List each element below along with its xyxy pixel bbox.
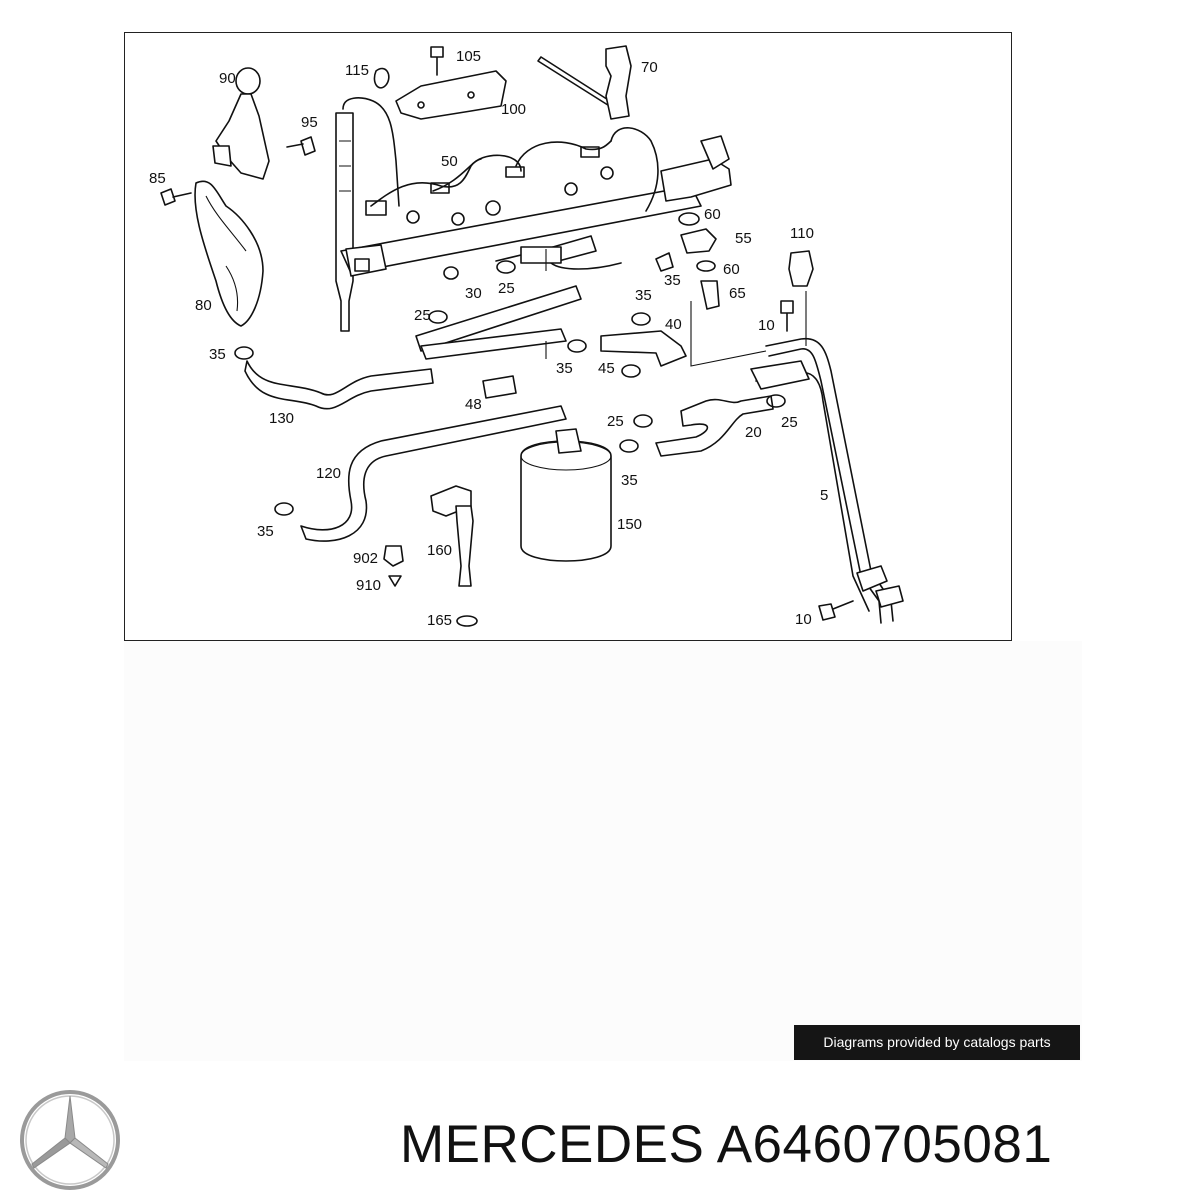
callout: 25 [414, 307, 431, 324]
credit-badge: Diagrams provided by catalogs parts [794, 1025, 1080, 1060]
callout: 40 [665, 316, 682, 333]
hose-20 [655, 395, 774, 457]
callout: 130 [269, 410, 294, 427]
cable-tie-70 [537, 45, 632, 120]
callout: 70 [641, 59, 658, 76]
mercedes-star-icon [20, 1090, 120, 1190]
callout: 20 [745, 424, 762, 441]
clip-110 [788, 250, 814, 287]
callout: 35 [209, 346, 226, 363]
fuel-filter-150 [520, 428, 612, 562]
callout: 10 [795, 611, 812, 628]
callout: 80 [195, 297, 212, 314]
return-line [495, 235, 622, 270]
bracket-80 [194, 180, 264, 327]
hose-40 [415, 285, 687, 367]
callout: 35 [635, 287, 652, 304]
fuel-rail [340, 135, 732, 277]
callout: 110 [790, 225, 814, 242]
callout: 910 [356, 577, 381, 594]
callout: 25 [498, 280, 515, 297]
callout: 120 [316, 465, 341, 482]
callout: 65 [729, 285, 746, 302]
part-title: MERCEDES A6460705081 [400, 1110, 1190, 1180]
callout: 48 [465, 396, 482, 413]
plate-100 [395, 70, 507, 120]
callout: 25 [781, 414, 798, 431]
callout: 902 [353, 550, 378, 567]
callout: 35 [556, 360, 573, 377]
hose-120 [300, 405, 567, 542]
callout: 60 [704, 206, 721, 223]
callout: 85 [149, 170, 166, 187]
parts-diagram: 90 115 105 70 95 100 50 85 60 55 110 80 … [124, 32, 1012, 641]
callout: 35 [664, 272, 681, 289]
leader-lines [545, 249, 807, 367]
callout: 30 [465, 285, 482, 302]
callout: 100 [501, 101, 526, 118]
callout: 90 [219, 70, 236, 87]
callout-labels: 90 115 105 70 95 100 50 85 60 55 110 80 … [149, 48, 828, 629]
callout: 25 [607, 413, 624, 430]
part-number: A6460705081 [716, 1115, 1053, 1174]
bolts [160, 46, 854, 621]
callout: 45 [598, 360, 615, 377]
callout: 55 [735, 230, 752, 247]
callout: 115 [345, 62, 369, 79]
callout: 60 [723, 261, 740, 278]
water-sensor-160 [383, 485, 478, 627]
callout: 105 [456, 48, 481, 65]
callout: 5 [820, 487, 828, 504]
callout: 165 [427, 612, 452, 629]
blank-area [124, 641, 1082, 1061]
callout: 160 [427, 542, 452, 559]
bracket-90 [212, 67, 270, 180]
connector-48 [482, 375, 517, 399]
hose-130 [244, 360, 434, 410]
fuel-injector [335, 97, 400, 332]
callout: 95 [301, 114, 318, 131]
callout: 35 [257, 523, 274, 540]
callout: 150 [617, 516, 642, 533]
callout: 10 [758, 317, 775, 334]
callout: 35 [621, 472, 638, 489]
hose-clamps [234, 260, 786, 516]
clip-115 [373, 67, 390, 89]
brand-name: MERCEDES [400, 1115, 705, 1174]
high-pressure-lines [365, 127, 659, 216]
fuel-lines-5 [750, 337, 904, 624]
callout: 50 [441, 153, 458, 170]
sensor-55-seals [655, 212, 720, 310]
fuel-system-exploded-view: 90 115 105 70 95 100 50 85 60 55 110 80 … [149, 45, 904, 629]
